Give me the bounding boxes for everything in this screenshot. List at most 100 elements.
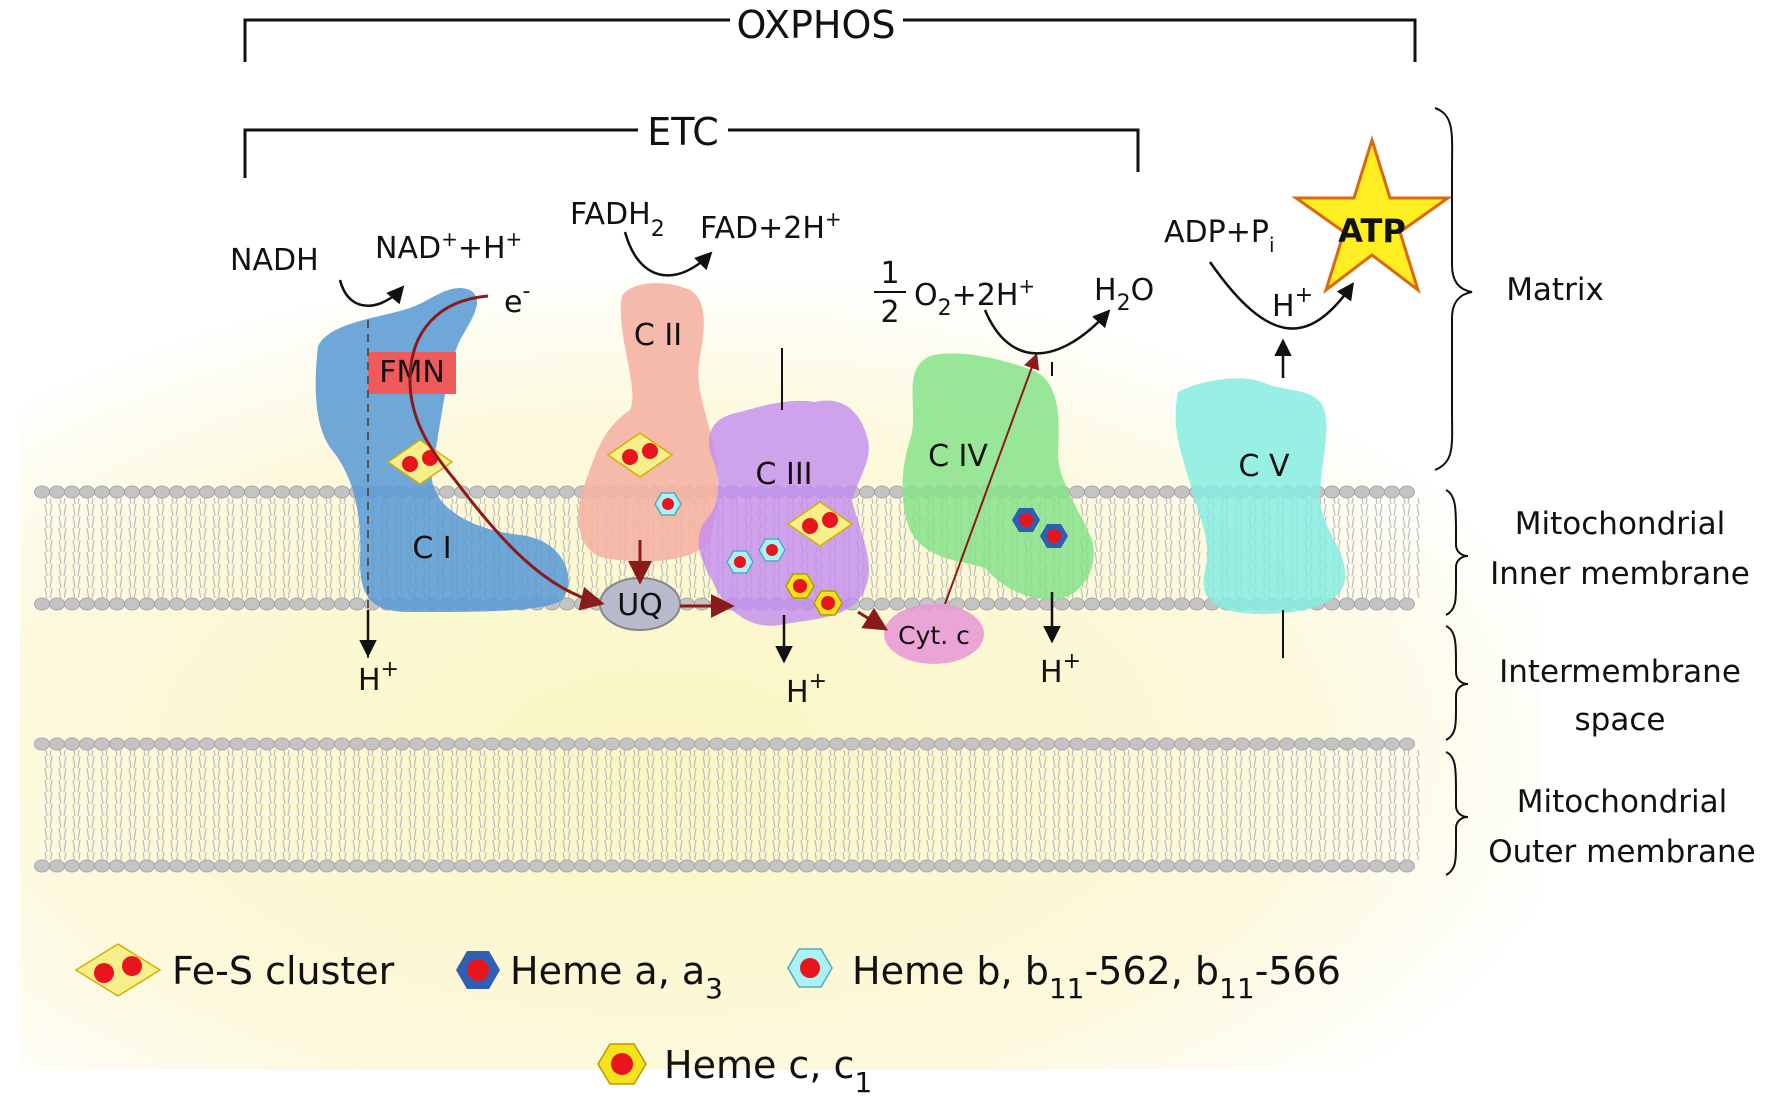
lipid-head (424, 737, 440, 751)
lipid-head (1264, 737, 1280, 751)
lipid-head (319, 597, 335, 611)
lipid-head (889, 737, 905, 751)
lipid-head (1099, 485, 1115, 499)
lipid-head (874, 737, 890, 751)
lipid-head (1009, 859, 1025, 873)
lipid-head (1039, 737, 1055, 751)
lipid-head (334, 597, 350, 611)
lipid-head (979, 597, 995, 611)
legend-heme-b-label: Heme b, b11-562, b11-566 (852, 949, 1341, 1005)
reaction-curves (338, 231, 1355, 355)
lipid-head (229, 859, 245, 873)
lipid-head (109, 485, 125, 499)
lipid-head (124, 485, 140, 499)
lipid-head (529, 485, 545, 499)
electron-flow (408, 294, 1040, 631)
lipid-head (1249, 737, 1265, 751)
lipid-head (754, 859, 770, 873)
legend-heme-c-icon (597, 1043, 647, 1085)
lipid-head (49, 485, 65, 499)
lipid-head (964, 737, 980, 751)
lipid-head (379, 859, 395, 873)
fes-cluster-c1 (386, 439, 454, 485)
lipid-head (1189, 737, 1205, 751)
lipid-head (574, 859, 590, 873)
lipid-head (589, 859, 605, 873)
lipid-head (544, 485, 560, 499)
lipid-head (409, 737, 425, 751)
lipid-head (799, 859, 815, 873)
lipid-head (79, 485, 95, 499)
svg-text:O2+2H+: O2+2H+ (914, 274, 1035, 321)
lipid-head (394, 737, 410, 751)
lipid-head (184, 737, 200, 751)
lipid-head (1174, 737, 1190, 751)
lipid-head (34, 859, 50, 873)
lipid-head (889, 597, 905, 611)
lipid-head (604, 737, 620, 751)
matrix-label: Matrix (1506, 272, 1604, 308)
lipid-head (1159, 737, 1175, 751)
lipid-head (1069, 597, 1085, 611)
lipid-head (409, 859, 425, 873)
lipid-head (244, 597, 260, 611)
lipid-head (724, 859, 740, 873)
lipid-head (1114, 597, 1130, 611)
lipid-head (514, 859, 530, 873)
lipid-head (499, 485, 515, 499)
fes-cluster-c3 (786, 501, 854, 547)
lipid-head (769, 737, 785, 751)
lipid-head (859, 597, 875, 611)
legend-heme-a-label: Heme a, a3 (510, 949, 723, 1005)
lipid-head (259, 859, 275, 873)
lipid-head (694, 597, 710, 611)
lipid-head (589, 737, 605, 751)
lipid-head (124, 859, 140, 873)
lipid-head (169, 737, 185, 751)
lipid-head (1084, 859, 1100, 873)
lipid-head (1369, 485, 1385, 499)
lipid-head (574, 737, 590, 751)
lipid-head (1249, 859, 1265, 873)
lipid-head (679, 859, 695, 873)
lipid-head (214, 737, 230, 751)
lipid-head (1114, 485, 1130, 499)
lipid-head (364, 859, 380, 873)
lipid-head (1369, 597, 1385, 611)
lipid-head (304, 485, 320, 499)
heme-b-c3-1 (726, 550, 754, 574)
outer-membrane-label-1: Mitochondrial (1517, 784, 1727, 820)
lipid-head (244, 737, 260, 751)
lipid-head (1219, 859, 1235, 873)
lipid-head (679, 737, 695, 751)
complex-ii-label: C II (634, 318, 682, 353)
lipid-head (469, 485, 485, 499)
lipid-head (1399, 737, 1415, 751)
lipid-head (184, 597, 200, 611)
ims-label-1: Intermembrane (1499, 654, 1741, 690)
etc-label: ETC (647, 110, 719, 154)
lipid-head (1009, 597, 1025, 611)
lipid-head (1159, 485, 1175, 499)
fadh2-label: FADH2 (570, 197, 665, 242)
lipid-head (1324, 859, 1340, 873)
lipid-head (1339, 485, 1355, 499)
heme-c-c3-1 (785, 573, 815, 599)
lipid-head (1339, 597, 1355, 611)
lipid-head (859, 859, 875, 873)
lipid-head (1084, 597, 1100, 611)
inner-membrane-label-2: Inner membrane (1490, 556, 1750, 592)
lipid-head (874, 485, 890, 499)
lipid-head (304, 597, 320, 611)
lipid-head (34, 485, 50, 499)
lipid-head (1069, 859, 1085, 873)
lipid-head (274, 737, 290, 751)
lipid-head (1189, 859, 1205, 873)
lipid-head (1174, 597, 1190, 611)
lipid-head (319, 859, 335, 873)
lipid-head (304, 859, 320, 873)
atp-label: ATP (1338, 212, 1406, 250)
lipid-head (1069, 737, 1085, 751)
lipid-head (754, 737, 770, 751)
